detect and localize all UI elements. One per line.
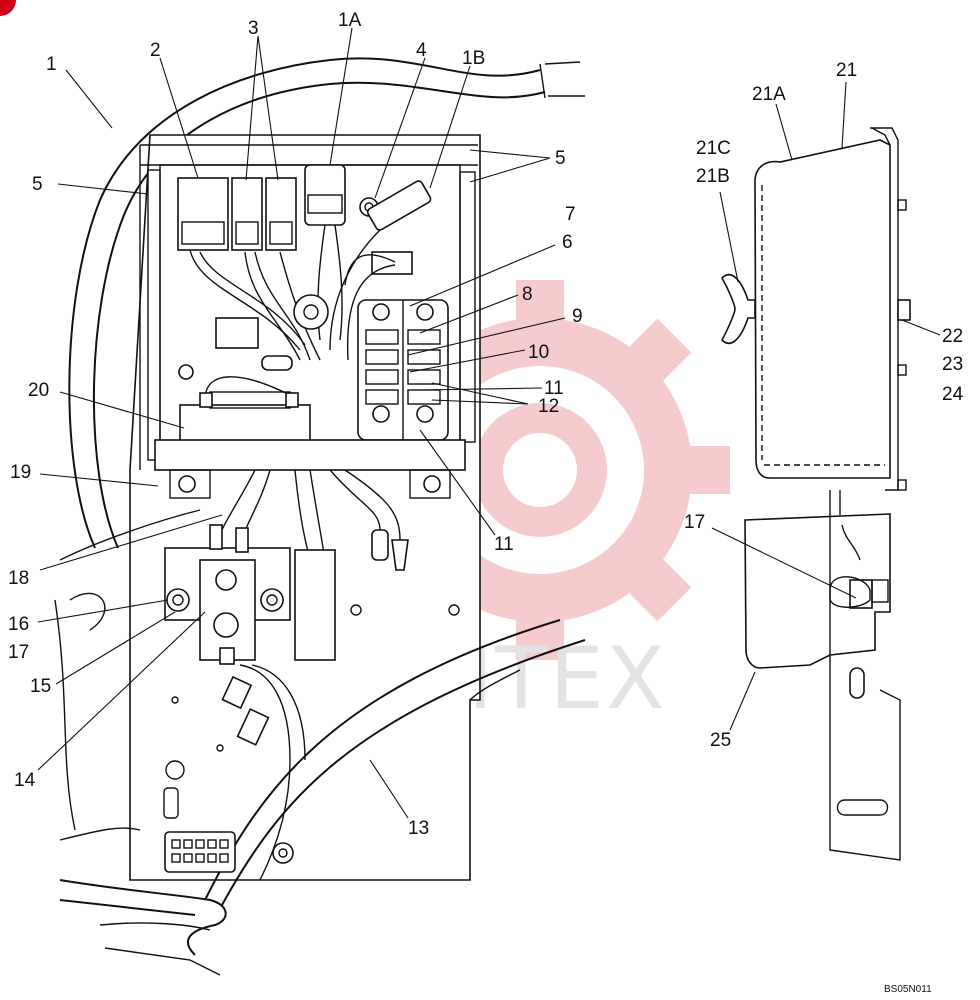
callout-3: 3 [248, 18, 259, 39]
callout-21b: 21B [696, 166, 730, 187]
callout-24: 24 [942, 384, 964, 405]
callout-16: 16 [8, 614, 29, 635]
callout-8: 8 [522, 284, 533, 305]
callout-6: 6 [562, 232, 573, 253]
callout-7: 7 [565, 204, 576, 225]
callout-20: 20 [28, 380, 49, 401]
callout-11-lower: 11 [494, 534, 514, 555]
drawing-code: BS05N011 [884, 984, 932, 995]
callout-9: 9 [572, 306, 583, 327]
callout-2: 2 [150, 40, 161, 61]
callout-21c: 21C [696, 138, 731, 159]
callout-5-left: 5 [32, 174, 43, 195]
callout-5-right: 5 [555, 148, 566, 169]
callout-22: 22 [942, 326, 963, 347]
callout-14: 14 [14, 770, 36, 791]
leader-lines [37, 27, 941, 819]
callout-1: 1 [46, 54, 57, 75]
main-harness-assembly [54, 57, 586, 976]
callout-1a: 1A [338, 10, 362, 31]
callout-4: 4 [416, 40, 427, 61]
corner-badge [0, 0, 16, 16]
side-view-assembly [721, 127, 911, 861]
callout-13: 13 [408, 818, 429, 839]
callout-15: 15 [30, 676, 51, 697]
callout-18: 18 [8, 568, 29, 589]
callout-23: 23 [942, 354, 963, 375]
callout-1b: 1B [462, 48, 485, 69]
callout-17-right: 17 [684, 512, 705, 533]
callout-21a: 21A [752, 84, 786, 105]
callout-21: 21 [836, 60, 857, 81]
callout-11-upper: 11 [544, 378, 564, 399]
callout-12: 12 [538, 396, 559, 417]
callout-10: 10 [528, 342, 549, 363]
callout-19: 19 [10, 462, 31, 483]
callout-17-left: 17 [8, 642, 29, 663]
callout-25: 25 [710, 730, 731, 751]
callout-labels: 1 2 3 1A 4 1B 5 5 7 6 8 9 10 11 12 11 20… [8, 10, 964, 995]
